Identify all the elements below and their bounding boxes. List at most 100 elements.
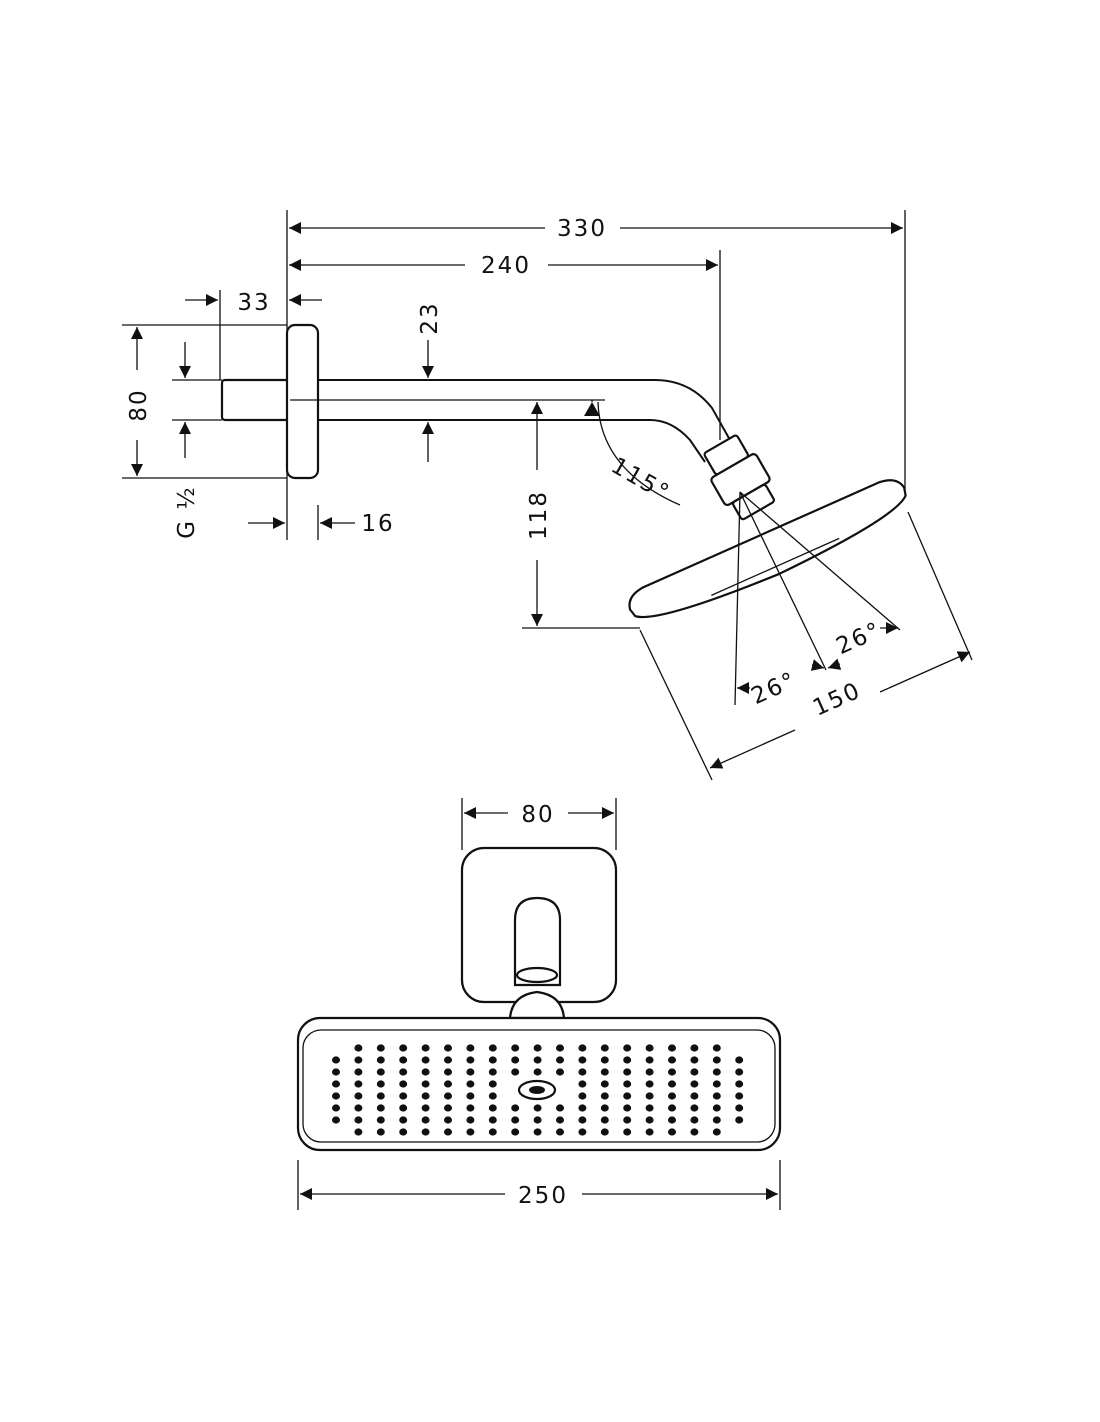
nozzle: [735, 1092, 744, 1100]
nozzle: [645, 1116, 654, 1124]
nozzle: [600, 1092, 609, 1100]
nozzle: [399, 1080, 408, 1088]
front-view: 80 250: [296, 798, 782, 1210]
nozzle: [645, 1056, 654, 1064]
nozzle: [735, 1116, 744, 1124]
nozzle: [600, 1068, 609, 1076]
nozzle: [712, 1044, 721, 1052]
nozzle: [533, 1056, 542, 1064]
nozzle: [533, 1044, 542, 1052]
side-view: 330 240 33 80 G ½ 16: [122, 210, 973, 781]
nozzle: [466, 1056, 475, 1064]
nozzle: [645, 1128, 654, 1136]
nozzle: [600, 1116, 609, 1124]
nozzle: [712, 1104, 721, 1112]
nozzle: [578, 1068, 587, 1076]
nozzle: [712, 1080, 721, 1088]
nozzle: [511, 1116, 520, 1124]
nozzle: [376, 1116, 385, 1124]
nozzle: [444, 1092, 452, 1100]
nozzle: [511, 1044, 520, 1052]
nozzle: [600, 1044, 609, 1052]
nozzle: [421, 1044, 430, 1052]
nozzle: [578, 1104, 587, 1112]
nozzle: [735, 1068, 744, 1076]
nozzle: [712, 1068, 721, 1076]
dimension-head-width: 250: [300, 1183, 778, 1209]
nozzle: [712, 1056, 721, 1064]
nozzle: [600, 1104, 609, 1112]
angle-arc: [597, 401, 681, 506]
shower-arm-top: [318, 379, 731, 441]
dim-tilt-right-label: 26°: [832, 617, 885, 660]
nozzle: [376, 1068, 385, 1076]
nozzle: [556, 1116, 564, 1124]
nozzle: [645, 1044, 654, 1052]
nozzle: [668, 1116, 676, 1124]
dim-tilt-left-label: 26°: [747, 667, 800, 710]
nozzle: [488, 1080, 497, 1088]
shower-arm-front: [513, 896, 562, 987]
dim-240-label: 240: [481, 253, 531, 279]
nozzle: [376, 1104, 385, 1112]
ball-joint: [703, 434, 775, 521]
nozzle: [690, 1092, 699, 1100]
shower-arm-bottom: [318, 419, 706, 463]
nozzle: [511, 1056, 520, 1064]
nozzle: [488, 1092, 497, 1100]
nozzle: [444, 1116, 452, 1124]
dim-115-label: 115°: [607, 453, 675, 507]
dim-16-label: 16: [361, 511, 394, 537]
nozzle: [690, 1128, 699, 1136]
nozzle: [376, 1128, 385, 1136]
nozzle: [623, 1128, 632, 1136]
nozzle: [488, 1056, 497, 1064]
nozzle: [623, 1092, 632, 1100]
nozzle: [511, 1128, 520, 1136]
dim-80-front-label: 80: [521, 802, 554, 828]
dimension-plate-depth: 16: [248, 511, 394, 537]
nozzle: [668, 1128, 676, 1136]
nozzle: [533, 1104, 542, 1112]
dimension-plate-height: 80: [126, 327, 152, 476]
nozzle: [556, 1104, 564, 1112]
nozzle-grid: [332, 1044, 744, 1136]
nozzle: [533, 1128, 542, 1136]
nozzle: [399, 1116, 408, 1124]
dimension-head-drop: 118: [526, 402, 552, 626]
nozzle: [533, 1068, 542, 1076]
nozzle: [735, 1104, 744, 1112]
nozzle: [376, 1080, 385, 1088]
dim-80-side-label: 80: [126, 388, 152, 421]
dimension-arm-diameter: 23: [417, 301, 443, 462]
nozzle: [488, 1128, 497, 1136]
nozzle: [488, 1104, 497, 1112]
nozzle: [421, 1116, 430, 1124]
nozzle: [668, 1044, 676, 1052]
thread-nipple: [220, 378, 290, 422]
dimension-nipple-length: 33: [185, 290, 322, 316]
nozzle: [712, 1116, 721, 1124]
nozzle: [600, 1080, 609, 1088]
nozzle: [354, 1092, 363, 1100]
nozzle: [645, 1080, 654, 1088]
nozzle: [332, 1104, 340, 1112]
nozzle: [421, 1068, 430, 1076]
nozzle: [466, 1044, 475, 1052]
nozzle: [712, 1092, 721, 1100]
nozzle: [690, 1044, 699, 1052]
nozzle: [645, 1104, 654, 1112]
nozzle: [578, 1128, 587, 1136]
nozzle: [399, 1044, 408, 1052]
nozzle: [466, 1104, 475, 1112]
nozzle: [623, 1044, 632, 1052]
nozzle: [690, 1104, 699, 1112]
nozzle: [488, 1116, 497, 1124]
nozzle: [511, 1104, 520, 1112]
nozzle: [556, 1044, 564, 1052]
thread-label: G ½: [174, 485, 200, 538]
nozzle: [332, 1080, 340, 1088]
nozzle: [578, 1056, 587, 1064]
nozzle: [556, 1056, 564, 1064]
